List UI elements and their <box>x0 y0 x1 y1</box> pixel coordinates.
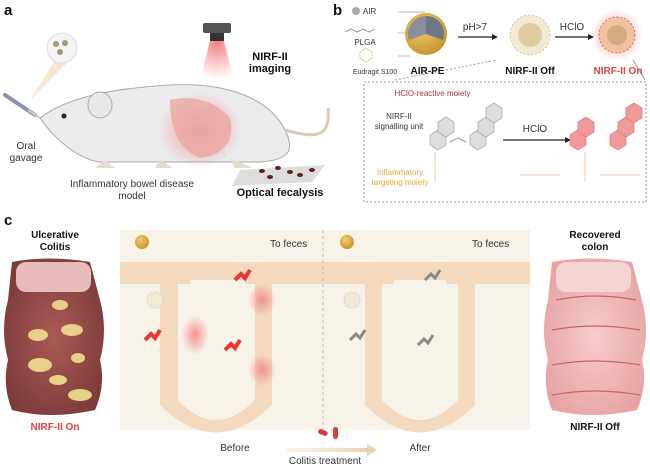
nirf-text: NIRF-II <box>252 51 288 63</box>
magnifier-cone <box>30 60 70 100</box>
activated-molecule <box>569 102 643 151</box>
camera-icon <box>200 23 234 80</box>
oral-text: Oral <box>16 141 36 152</box>
signal-line-1: NIRF-II <box>386 112 412 121</box>
ulcerative-colon <box>4 258 104 415</box>
targeting-line-2: targeting moiety <box>371 178 429 187</box>
air-icon <box>352 7 360 15</box>
uc-line-2: Colitis <box>39 242 71 253</box>
signal-line-2: signalling unit <box>374 122 424 131</box>
oral-gavage-label: Oral gavage <box>6 141 46 165</box>
nirf-on-label: NIRF-II On <box>593 66 643 77</box>
to-feces-after: To feces <box>472 239 510 250</box>
recovered-colon-title: Recovered colon <box>560 230 630 254</box>
optical-fecalysis-label: Optical fecalysis <box>236 187 324 199</box>
syringe-icon <box>3 93 41 119</box>
component-air: AIR <box>363 7 377 16</box>
feces-tray <box>232 165 325 186</box>
gavage-text: gavage <box>9 153 43 164</box>
activated-probe <box>233 268 252 282</box>
rc-line-2: colon <box>581 242 609 253</box>
targeting-moiety-label: Inflammatory targeting moiety <box>370 168 430 188</box>
component-plga: PLGA <box>354 38 376 47</box>
ph-condition-label: pH>7 <box>462 22 488 33</box>
panel-a-illustration <box>3 23 330 186</box>
component-eudragit: Eudragit S100 <box>352 69 398 76</box>
inactive-probe <box>416 334 435 347</box>
rc-line-1: Recovered <box>569 230 621 241</box>
recovered-colon <box>544 258 646 415</box>
model-line-1: Inflammatory bowel disease <box>70 179 194 190</box>
panel-c-illustration <box>4 230 646 456</box>
capsule-view-icon <box>46 32 78 64</box>
inactive-probe <box>423 269 442 282</box>
before-crypt <box>120 230 325 433</box>
panel-label-b: b <box>333 2 343 19</box>
plga-structure <box>344 28 376 33</box>
signalling-unit-label: NIRF-II signalling unit <box>374 112 424 132</box>
after-label: After <box>409 443 431 454</box>
inactive-probe <box>348 329 367 342</box>
model-line-2: model <box>118 191 146 202</box>
imaging-text: imaging <box>248 63 292 75</box>
ulcerative-colitis-title: Ulcerative Colitis <box>20 230 90 254</box>
pill-icon <box>333 427 338 439</box>
pill-icon <box>317 429 328 436</box>
panel-b-illustration <box>344 7 647 203</box>
nirf-imaging-label: NIRF-II imaging <box>240 51 300 75</box>
nirf-off-label: NIRF-II Off <box>505 66 555 77</box>
before-label: Before <box>220 443 250 454</box>
air-pe-label: AIR-PE <box>410 66 445 77</box>
after-crypt <box>325 230 530 433</box>
probe-molecule <box>429 102 503 151</box>
panel-label-a: a <box>4 2 13 19</box>
left-nirf-on-status: NIRF-II On <box>30 422 80 433</box>
panel-label-c: c <box>4 212 13 229</box>
eudragit-structure <box>359 47 373 63</box>
to-feces-before: To feces <box>270 239 308 250</box>
structure-inset <box>363 81 647 203</box>
activated-probe <box>143 328 162 342</box>
hclo-condition-label: HClO <box>559 22 585 33</box>
inset-hclo-label: HClO <box>522 124 548 135</box>
right-nirf-off-status: NIRF-II Off <box>570 422 620 433</box>
targeting-line-1: Inflammatory <box>376 168 424 177</box>
treatment-arrow <box>287 427 377 456</box>
reactive-moiety-label: HClO-reactive moiety <box>394 89 471 98</box>
mouse-icon <box>39 84 330 168</box>
ibd-model-label: Inflammatory bowel disease model <box>62 179 202 203</box>
uc-line-1: Ulcerative <box>31 230 79 241</box>
activated-probe <box>223 338 242 352</box>
colitis-treatment-label: Colitis treatment <box>288 456 362 467</box>
